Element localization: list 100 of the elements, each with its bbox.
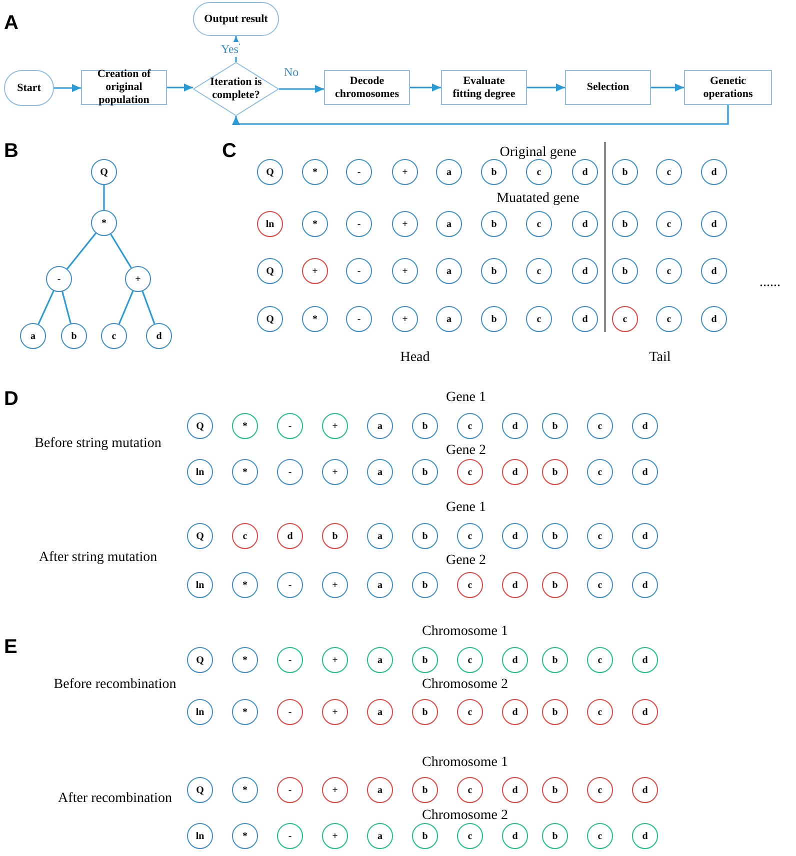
edge-label: Yes [220,42,240,57]
gene-circle: d [701,159,727,185]
tree-branch-line [110,234,132,268]
gene-circle: b [542,572,568,598]
row-caption: After recombination [58,791,172,807]
gene-circle: * [232,699,258,725]
gene-circle: Q [257,258,283,284]
row-caption: Tail [649,350,671,366]
gene-circle: b [612,211,638,237]
row-caption: Chromosome 1 [422,624,508,640]
gene-circle: b [542,823,568,849]
gene-circle: b [481,258,507,284]
gene-circle: c [656,211,682,237]
tree-branch-line [103,185,105,210]
gene-circle: d [502,523,528,549]
gene-circle: ln [187,699,213,725]
tree-node-circle: - [46,266,72,292]
gene-circle: + [322,413,348,439]
terminal-box: Start [4,70,54,106]
gene-circle: b [542,523,568,549]
ellipsis: ...... [760,275,780,291]
gene-circle: + [392,258,418,284]
gene-circle: * [302,211,328,237]
row-caption: Muatated gene [496,191,580,207]
gene-circle: d [632,823,658,849]
arrow [279,85,324,93]
row-caption: Gene 2 [446,443,486,459]
gene-circle: + [322,572,348,598]
gene-circle: ln [257,211,283,237]
gene-circle: - [346,306,372,332]
terminal-box: Output result [193,2,279,36]
gene-circle: c [587,699,613,725]
gene-circle: b [412,459,438,485]
gene-circle: b [412,647,438,673]
gene-circle: b [542,413,568,439]
gene-circle: b [412,523,438,549]
gene-circle: d [632,647,658,673]
gene-circle: d [502,777,528,803]
gene-circle: Q [257,306,283,332]
row-caption: Original gene [500,145,576,161]
tree-branch-line [118,290,134,324]
gene-circle: + [302,258,328,284]
gene-circle: Q [257,159,283,185]
gene-circle: * [302,306,328,332]
gene-circle: Q [187,647,213,673]
tree-node-circle: b [61,323,87,349]
gene-circle: b [612,159,638,185]
gene-circle: c [656,159,682,185]
gene-circle: b [412,572,438,598]
gene-circle: c [457,413,483,439]
gene-circle: c [457,699,483,725]
gene-circle: c [526,258,552,284]
gene-circle: c [232,523,258,549]
gene-circle: b [542,459,568,485]
tree-branch-line [142,290,156,324]
gene-circle: d [502,647,528,673]
gene-circle: * [232,459,258,485]
tree-branch-line [38,290,54,324]
gene-circle: + [392,211,418,237]
gene-circle: b [481,211,507,237]
tree-node-circle: c [101,323,127,349]
gene-circle: + [322,823,348,849]
row-caption: Gene 1 [446,500,486,516]
gene-circle: c [612,306,638,332]
gene-circle: a [436,211,462,237]
arrow [54,84,81,92]
gene-circle: c [526,306,552,332]
gene-circle: d [632,572,658,598]
gene-circle: d [572,211,598,237]
gene-circle: + [322,699,348,725]
gene-circle: d [701,211,727,237]
row-caption: Gene 1 [446,390,486,406]
gene-circle: * [232,572,258,598]
gene-circle: b [481,306,507,332]
gene-circle: c [587,572,613,598]
arrow [410,84,441,92]
decision-diamond: Iteration is complete? [193,62,279,116]
tree-node-circle: + [125,266,151,292]
gene-circle: c [587,647,613,673]
arrow [527,84,565,92]
tree-node-circle: Q [91,159,117,185]
gene-circle: * [232,647,258,673]
gene-circle: - [277,413,303,439]
row-caption: Gene 2 [446,553,486,569]
gene-circle: b [481,159,507,185]
process-box: Decode chromosomes [324,70,410,105]
row-caption: Chromosome 1 [422,755,508,771]
row-caption: After string mutation [38,550,158,566]
process-box: Genetic operations [684,70,772,105]
arrow [232,105,729,125]
gene-circle: a [367,413,393,439]
panel-letter: E [4,636,18,659]
gene-circle: c [656,258,682,284]
gene-circle: a [367,459,393,485]
gene-circle: + [322,647,348,673]
gene-circle: * [232,777,258,803]
gene-circle: a [436,159,462,185]
gene-circle: - [277,647,303,673]
gene-circle: + [392,306,418,332]
gene-circle: d [632,523,658,549]
